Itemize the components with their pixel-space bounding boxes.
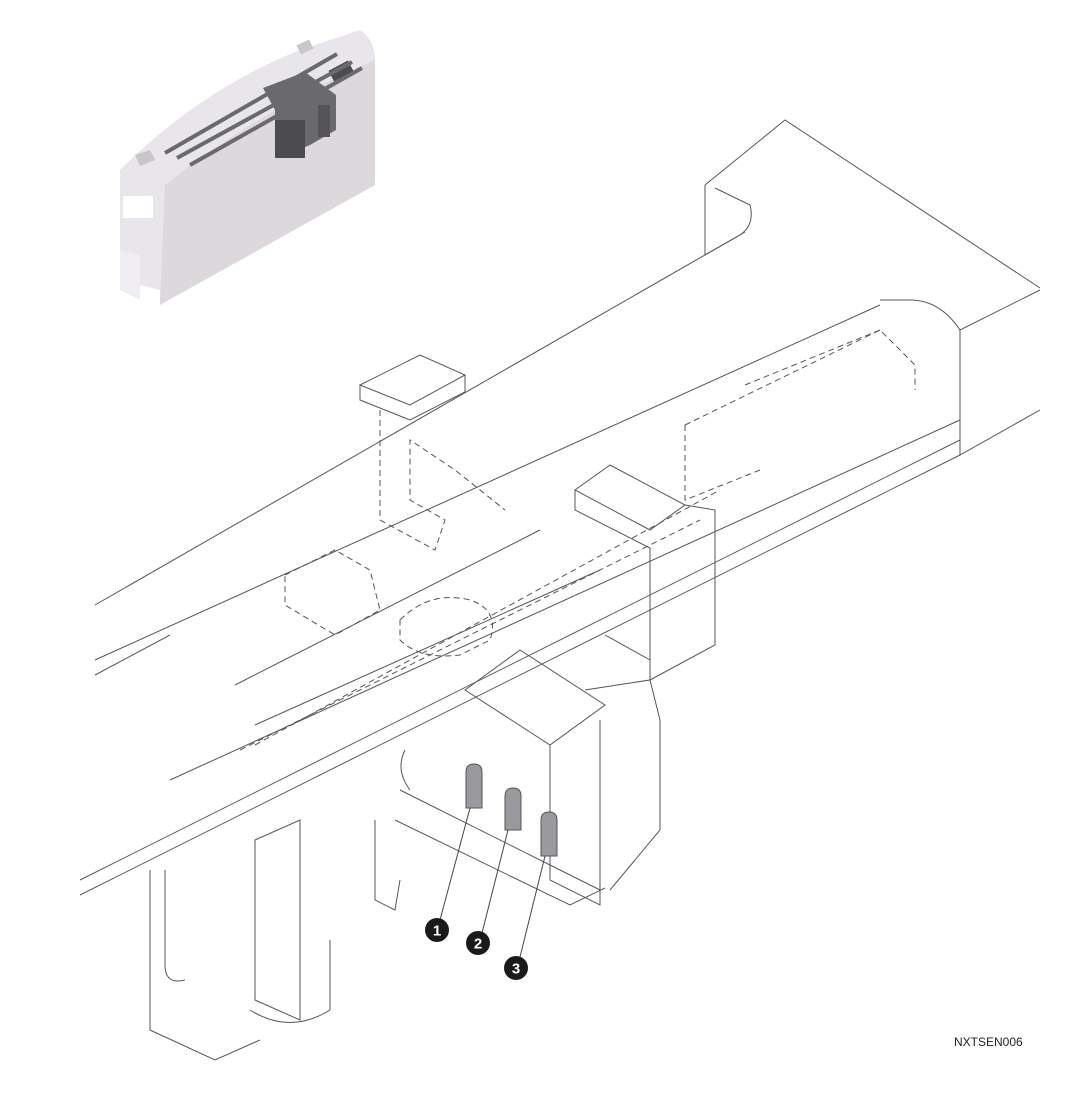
locator-thumbnail: [120, 30, 375, 305]
figure-id-label: NXTSEN006: [954, 1035, 1023, 1049]
printer-line-art: [79, 119, 1041, 1061]
callout-1: 1: [425, 918, 449, 942]
svg-text:2: 2: [474, 936, 482, 953]
callout-2: 2: [466, 931, 490, 955]
svg-text:3: 3: [512, 961, 520, 978]
svg-text:1: 1: [433, 923, 441, 940]
sensor-tab: [540, 811, 558, 857]
sensor-tab: [465, 763, 483, 809]
callout-3: 3: [504, 956, 528, 980]
sensor-tab: [504, 787, 522, 831]
